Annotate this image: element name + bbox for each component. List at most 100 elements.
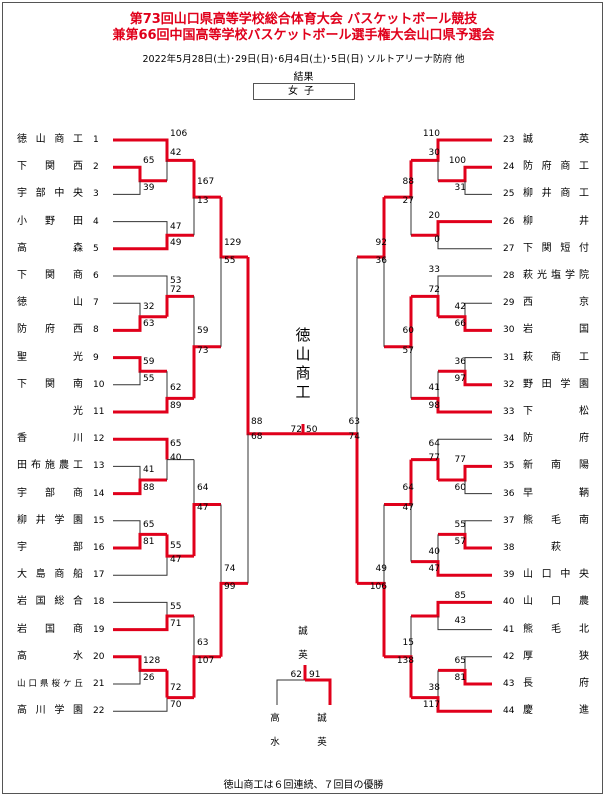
team-number: 17	[93, 570, 105, 581]
bracket-winner-line	[411, 600, 492, 618]
team-name: 防府西	[17, 324, 83, 336]
bracket-winner-line	[438, 532, 492, 550]
team-number: 23	[503, 135, 515, 145]
match-score: 20	[428, 210, 440, 221]
sub-final-winner: 誠英	[298, 626, 308, 661]
bracket-winner-line	[113, 165, 167, 183]
team-number: 18	[93, 597, 105, 608]
bracket-winner-line	[192, 502, 221, 557]
match-score: 74	[224, 564, 236, 575]
team-name: 山口中央	[523, 569, 589, 581]
team-number: 26	[503, 216, 515, 227]
bracket-line	[113, 670, 141, 685]
team-number: 30	[503, 325, 515, 336]
team-number: 3	[93, 189, 99, 200]
match-score: 42	[170, 148, 182, 158]
match-score: 64	[402, 482, 414, 493]
match-score: 128	[143, 655, 161, 666]
team-name: 宇部中央	[17, 188, 83, 200]
team-number: 22	[93, 706, 105, 717]
team-number: 6	[93, 271, 99, 281]
bracket-line	[464, 302, 492, 317]
team-number: 25	[503, 189, 515, 200]
match-score: 65	[143, 519, 155, 530]
bracket-winner-line	[357, 581, 386, 657]
team-row: 宇部中央 3	[0, 187, 120, 201]
team-number: 19	[93, 624, 105, 635]
bracket-winner-line	[411, 294, 440, 317]
team-name: 宇部商	[17, 487, 83, 499]
team-number: 8	[93, 325, 99, 336]
team-name: 厚狭	[523, 650, 589, 662]
team-name: 下関短付	[523, 242, 589, 254]
bracket-winner-line	[192, 345, 221, 399]
match-score: 63	[143, 319, 155, 330]
match-score: 100	[448, 156, 466, 167]
bracket-line	[276, 679, 305, 705]
bracket-winner-line	[192, 655, 221, 698]
match-score: 47	[170, 221, 182, 232]
team-name: 萩商工	[523, 351, 589, 363]
team-number: 35	[503, 461, 515, 472]
match-score: 70	[170, 700, 182, 711]
match-score: 89	[170, 401, 182, 411]
bracket-line	[113, 275, 168, 297]
team-name: 熊毛北	[523, 623, 589, 635]
team-number: 5	[93, 243, 99, 254]
match-score: 40	[428, 546, 440, 557]
team-name: 萩	[551, 542, 561, 553]
match-score: 49	[170, 237, 182, 248]
team-number: 34	[503, 434, 515, 445]
bracket-winner-line	[411, 560, 492, 577]
match-score: 36	[454, 356, 466, 367]
team-name: 山口県桜ケ丘	[17, 679, 83, 689]
team-name: 新南陽	[523, 460, 589, 472]
team-name: 大島商船	[17, 569, 83, 581]
match-score: 31	[454, 183, 466, 194]
bracket-winner-line	[305, 678, 332, 705]
match-score: 92	[375, 237, 387, 248]
match-score: 88	[251, 416, 263, 427]
match-score: 88	[143, 482, 155, 493]
bracket-line	[464, 357, 492, 372]
bracket-line	[113, 371, 141, 386]
bracket-winner-line	[438, 668, 492, 686]
match-score: 65	[170, 439, 182, 450]
team-number: 28	[503, 271, 515, 281]
bracket-winner-line	[113, 478, 167, 496]
sub-final-left-team: 高水	[270, 713, 280, 748]
match-score: 27	[402, 196, 414, 207]
match-score: 129	[224, 237, 242, 248]
team-name: 徳山商工	[17, 134, 83, 145]
match-score: 47	[197, 503, 209, 514]
team-number: 36	[503, 488, 515, 499]
match-score: 60	[402, 326, 414, 337]
team-row: 防府西 8	[0, 323, 120, 337]
match-score: 64	[197, 482, 209, 493]
match-score: 47	[170, 555, 182, 566]
match-score: 138	[396, 655, 414, 666]
match-score: 13	[197, 196, 209, 207]
bracket-winner-line	[411, 220, 492, 237]
match-score: 88	[402, 176, 414, 187]
team-number: 14	[93, 488, 105, 499]
team-number: 12	[93, 434, 105, 445]
team-number: 20	[93, 651, 105, 662]
match-score: 55	[454, 519, 466, 530]
team-name: 岩国商	[17, 623, 83, 635]
bracket-winner-line	[384, 655, 413, 698]
team-row: 岩国商 19	[0, 623, 120, 637]
team-name: 柳井	[523, 215, 589, 227]
